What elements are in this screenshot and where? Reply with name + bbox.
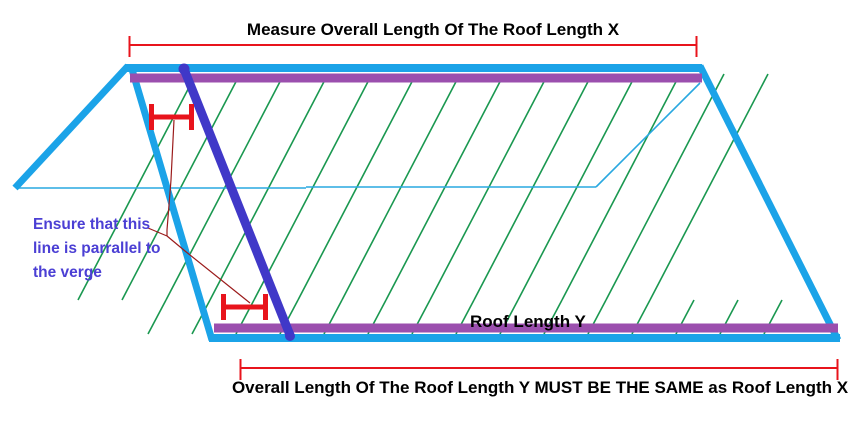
leader-to-note bbox=[147, 227, 168, 237]
horizontal-course-line bbox=[16, 82, 701, 189]
roof-plane bbox=[131, 70, 838, 338]
leader-vertical bbox=[166, 119, 175, 236]
batten-line bbox=[147, 299, 167, 335]
caption-length-y: Overall Length Of The Roof Length Y MUST… bbox=[232, 378, 849, 397]
note-leader-lines bbox=[147, 119, 251, 304]
note-line-1: Ensure that this bbox=[33, 216, 150, 233]
verge-edge-right bbox=[696, 64, 842, 342]
note-line-3: the verge bbox=[33, 264, 102, 281]
leader-diagonal bbox=[166, 235, 251, 304]
batten-line bbox=[209, 73, 329, 301]
batten-line bbox=[649, 73, 769, 301]
setting-out-line bbox=[179, 67, 295, 337]
dimension-line-length-x bbox=[128, 36, 698, 57]
verge-edge-left bbox=[127, 65, 216, 341]
note-line-2: line is parrallel to bbox=[33, 240, 161, 257]
dimension-offset-top bbox=[149, 104, 194, 130]
title-length-x: Measure Overall Length Of The Roof Lengt… bbox=[247, 20, 620, 39]
batten-line bbox=[561, 73, 681, 301]
batten-line bbox=[605, 73, 725, 301]
label-roof-length-y: Roof Length Y bbox=[470, 312, 586, 331]
note-parallel-to-verge: Ensure that this line is parrallel to th… bbox=[33, 216, 161, 281]
course-line-diagonal bbox=[595, 82, 701, 188]
batten-line bbox=[191, 299, 211, 335]
dimension-offset-bottom bbox=[221, 294, 268, 320]
batten-line bbox=[77, 73, 197, 301]
batten-line bbox=[121, 73, 241, 301]
setting-out-line-start-dot bbox=[178, 63, 190, 75]
hip-edge-left bbox=[12, 63, 131, 191]
setting-out-line-end-dot bbox=[285, 331, 295, 341]
dimension-line-length-y bbox=[239, 359, 839, 380]
